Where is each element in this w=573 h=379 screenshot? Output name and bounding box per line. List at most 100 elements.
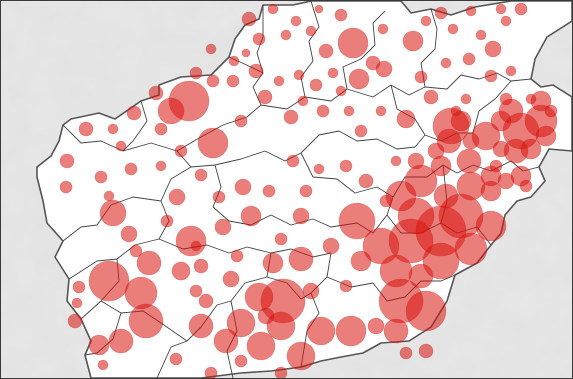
incident-marker [234,114,248,128]
incident-marker [78,121,94,137]
incident-marker [280,29,292,41]
incident-marker [226,308,256,338]
incident-marker [367,317,385,335]
incident-marker [168,188,186,206]
incident-marker [440,57,452,69]
incident-marker [262,252,284,274]
incident-marker [495,3,507,15]
incident-marker [379,194,393,208]
incident-marker [292,207,310,225]
incident-marker [241,48,251,58]
incident-marker [246,331,276,361]
incident-marker [519,179,533,193]
incident-marker [115,140,127,152]
incident-marker [234,178,252,196]
incident-marker [126,105,142,121]
incident-marker [450,105,462,117]
incident-marker [405,290,447,332]
incident-marker [157,97,185,125]
incident-marker [499,92,513,106]
incident-marker [314,4,324,14]
incident-marker [418,343,434,359]
incident-marker [197,127,229,159]
incident-marker [309,78,323,92]
incident-marker [348,68,370,90]
incident-marker [230,249,244,263]
incident-marker [103,190,115,202]
incident-marker [124,162,138,176]
incident-marker [72,280,86,294]
incident-marker [228,55,240,67]
incident-marker [407,152,425,170]
incident-marker [402,30,424,52]
incident-marker [427,142,445,160]
incident-marker [67,313,83,329]
incident-marker [350,250,372,272]
incident-marker [338,202,376,240]
incident-marker [339,159,353,173]
incident-marker [290,15,302,27]
incident-marker [128,303,164,339]
incident-marker [288,246,314,272]
incident-marker [480,180,502,202]
incident-marker [293,69,305,81]
incident-marker [354,124,368,138]
incident-marker [456,148,482,174]
incident-marker [535,125,557,147]
incident-marker [377,23,389,35]
incident-marker [174,144,188,158]
incident-marker [262,184,276,198]
incident-marker [316,104,330,118]
incident-marker [414,70,428,84]
incident-marker [266,311,296,341]
incident-marker [205,43,217,55]
incident-marker [492,140,510,158]
incident-marker [124,276,158,310]
incident-marker [190,240,202,252]
incident-marker [252,32,266,46]
incident-marker [175,225,207,257]
incident-marker [500,15,512,27]
incident-marker [390,155,402,167]
incident-marker [193,258,209,274]
incident-marker [297,95,309,107]
incident-marker [194,168,208,182]
incident-marker [189,284,203,298]
incident-marker [222,270,240,288]
incident-marker [234,354,248,368]
incident-marker [422,242,460,280]
incident-marker [97,359,109,371]
incident-marker [274,232,288,246]
incident-marker [305,25,317,37]
incident-marker [248,63,264,79]
incident-marker [484,69,498,83]
incident-marker [505,65,517,77]
incident-marker [544,104,558,118]
incident-marker [465,5,477,17]
incident-marker [302,282,320,300]
incident-marker [59,153,75,169]
incident-marker [226,74,240,88]
incident-marker [475,29,487,41]
incident-marker [339,279,353,293]
incident-marker [257,307,275,325]
incident-markers [59,2,558,378]
incident-marker [489,159,503,173]
incident-marker [188,313,214,339]
incident-marker [322,237,340,255]
incident-marker [240,205,262,227]
incident-marker [108,328,134,354]
incident-marker [337,27,369,59]
incident-marker [358,173,374,189]
incident-marker [283,109,299,125]
incident-marker [189,66,203,80]
incident-marker [375,60,393,78]
incident-marker [198,293,214,309]
incident-marker [318,43,334,59]
incident-marker [497,172,515,190]
incident-marker [375,105,387,117]
incident-marker [99,199,127,227]
incident-marker [136,250,162,276]
